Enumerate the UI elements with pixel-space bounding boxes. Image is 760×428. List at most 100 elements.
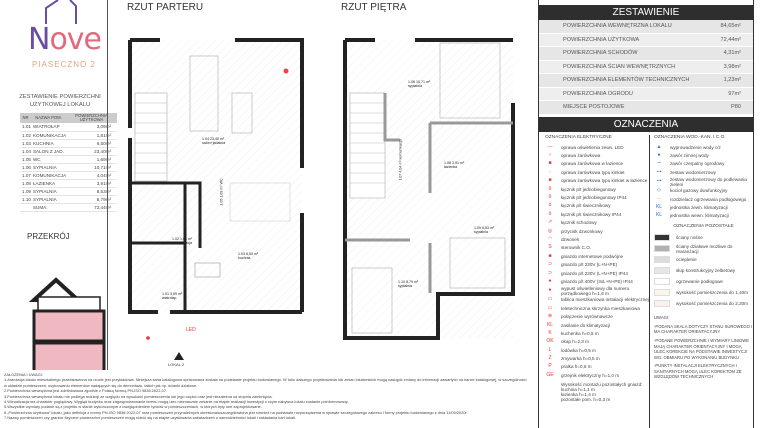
legend-symbol-icon: ö — [548, 202, 552, 209]
legend-text: zawór zimnej wody — [670, 153, 709, 159]
legend-symbol-icon: ↗ — [547, 219, 553, 226]
note-item: 6.„Powierzchnia użytkowa” lokalu, jako d… — [4, 409, 468, 415]
legend-swatch-icon — [654, 300, 670, 308]
legend-text: łącznik p/t jednobiegunowy IP44 — [561, 195, 627, 201]
summary-label: POWIERZCHNIA ELEMENTÓW TECHNICZNYCH — [563, 77, 690, 83]
divider — [107, 0, 108, 370]
legend-text: pralka h=0,6 m — [561, 364, 592, 370]
legend-text: łącznik p/t świecznikowy IP44 — [561, 211, 622, 217]
room-area: 1,69m² — [66, 155, 117, 164]
room-number: 1.10 — [20, 195, 31, 204]
legend-item: ǒ łącznik p/t jednobiegunowy IP44 — [545, 193, 649, 201]
legend-symbol-icon: ǒ — [548, 194, 552, 201]
summary-value: 3,98m² — [723, 63, 741, 70]
mounting-height-text: pozostałe pom. h=0,3 m — [561, 396, 611, 402]
room-name: SYPIALNIA — [30, 187, 67, 196]
note-item: 2.Powierzchnia wewnętrzna jest zdefiniow… — [4, 388, 168, 394]
logo-subtitle: PIASECZNO 2 — [32, 60, 96, 69]
legend-text: oprawa żarówkowa typu kinkiet w łazience — [561, 178, 648, 184]
legend-text: ocieplenie — [676, 257, 697, 263]
legend-item: ◌oprawa żarówkowa typu kinkiet — [545, 168, 649, 176]
legend-text: słup konstrukcyjny żelbetowy — [676, 268, 736, 274]
legend-text: zmywarka h=0,5 m — [561, 356, 600, 362]
legend-item: wysokość pomieszczenia do 2,20m — [654, 298, 753, 309]
sum-value: 72,44m² — [66, 203, 117, 212]
legend-text: grzejnik elektryczny h=1,0 m — [561, 372, 620, 378]
room-name: WIATROŁAP — [30, 123, 67, 132]
room-area: 8,79m² — [66, 195, 117, 204]
legend-symbol-icon: ◇ — [657, 187, 661, 194]
legend-item: ●gniazdo p/t 400V (3xL+N+PE) IP44 — [545, 277, 649, 285]
legend-item: ściany nośne — [654, 232, 753, 243]
legend-item: ●wypust oświetleniowy dla numeru porządk… — [545, 286, 649, 296]
legend-symbol-icon: ⊃ — [547, 269, 553, 276]
note-item: 5.Wszystkie wymiary podane są z projektu… — [4, 404, 262, 410]
legend-text: gniazdo p/t 230V (L+N+PE) IP44 — [561, 270, 628, 276]
legend-item: ■gniazdo internetowe podwójne — [545, 252, 649, 260]
mounting-height-text: Wysokość montażu pozostałych gniazd: — [561, 381, 643, 387]
legend-text: gniazdo p/t 400V (3xL+N+PE) IP44 — [561, 278, 633, 284]
area-table-title: ZESTAWIENIE POWIERZCHNI UŻYTKOWEJ LOKALU — [19, 94, 101, 108]
room-number: 1.05 — [20, 155, 31, 164]
summary-label: POWIERZCHNIA UŻYTKOWA — [563, 36, 640, 43]
legend-item: ○oprawa żarówkowa — [545, 151, 649, 159]
legend-symbol-icon: GE — [546, 371, 554, 378]
legend-symbol-icon: ⊶ — [656, 168, 662, 175]
room-area: 1,81m² — [66, 131, 117, 140]
legend-symbol-icon: ■ — [548, 177, 552, 184]
legend-symbol-icon: — — [547, 143, 553, 150]
room-label: 1.05 1,69 m² WC — [219, 178, 224, 206]
legend-text: oprawa żarówkowa w łazience — [561, 161, 624, 167]
legend-text: jednostka zewn. klimatyzacji — [670, 205, 728, 211]
legend-text: zestaw wodomierzowy — [670, 169, 716, 175]
legend-item: ⊶zestaw wodomierzowy do podlewania ziele… — [654, 177, 753, 187]
info-panel: ZESTAWIENIE POWIERZCHNIA WEWNĘTRZNA LOKA… — [538, 0, 754, 428]
summary-value: P80 — [731, 104, 741, 110]
legend-text: łącznik schodowy — [561, 220, 597, 226]
water-legend-title: OZNACZENIA WOD.-KAN. I C.O. — [654, 135, 726, 140]
legend-item: słup konstrukcyjny żelbetowy — [654, 265, 753, 276]
legend-item: ■oprawa żarówkowa w łazience — [545, 160, 649, 168]
legend-item: ⊶ zestaw wodomierzowy — [654, 168, 753, 176]
room-number: 1.06 — [20, 163, 31, 172]
notes-title: ZAŁOŻENIA I UWAGI: — [4, 372, 43, 377]
legend-symbol-icon: K — [548, 329, 552, 336]
legend-symbol-icon: ö — [548, 210, 552, 217]
legend-text: jednostka wewn. klimatyzacji — [670, 213, 729, 219]
legend-item: ▲wyprowadzenie wody c/z — [654, 143, 753, 151]
legend-item: ⊸zawór czerpalny ogrodowy — [654, 160, 753, 168]
legend-symbol-icon: ◠ — [547, 235, 553, 242]
legend-item: wysokość pomieszczenia do 1,40m — [654, 287, 753, 298]
legend-item: ö łącznik p/t świecznikowy IP44 — [545, 210, 649, 218]
legend-item: ◇kocioł gazowy dwufunkcyjny — [654, 187, 753, 195]
mounting-height-text: łazienka h=1,4 m — [561, 391, 596, 397]
legend-symbol-icon: ◎ — [547, 227, 553, 234]
room-name: SYPIALNIA — [30, 163, 67, 172]
legend-symbol-icon: L — [548, 346, 552, 353]
logo-house-icon — [45, 0, 77, 24]
ground-floor-plan — [128, 38, 304, 360]
room-number: 1.02 — [20, 131, 31, 140]
legend-swatch-icon — [654, 267, 670, 275]
